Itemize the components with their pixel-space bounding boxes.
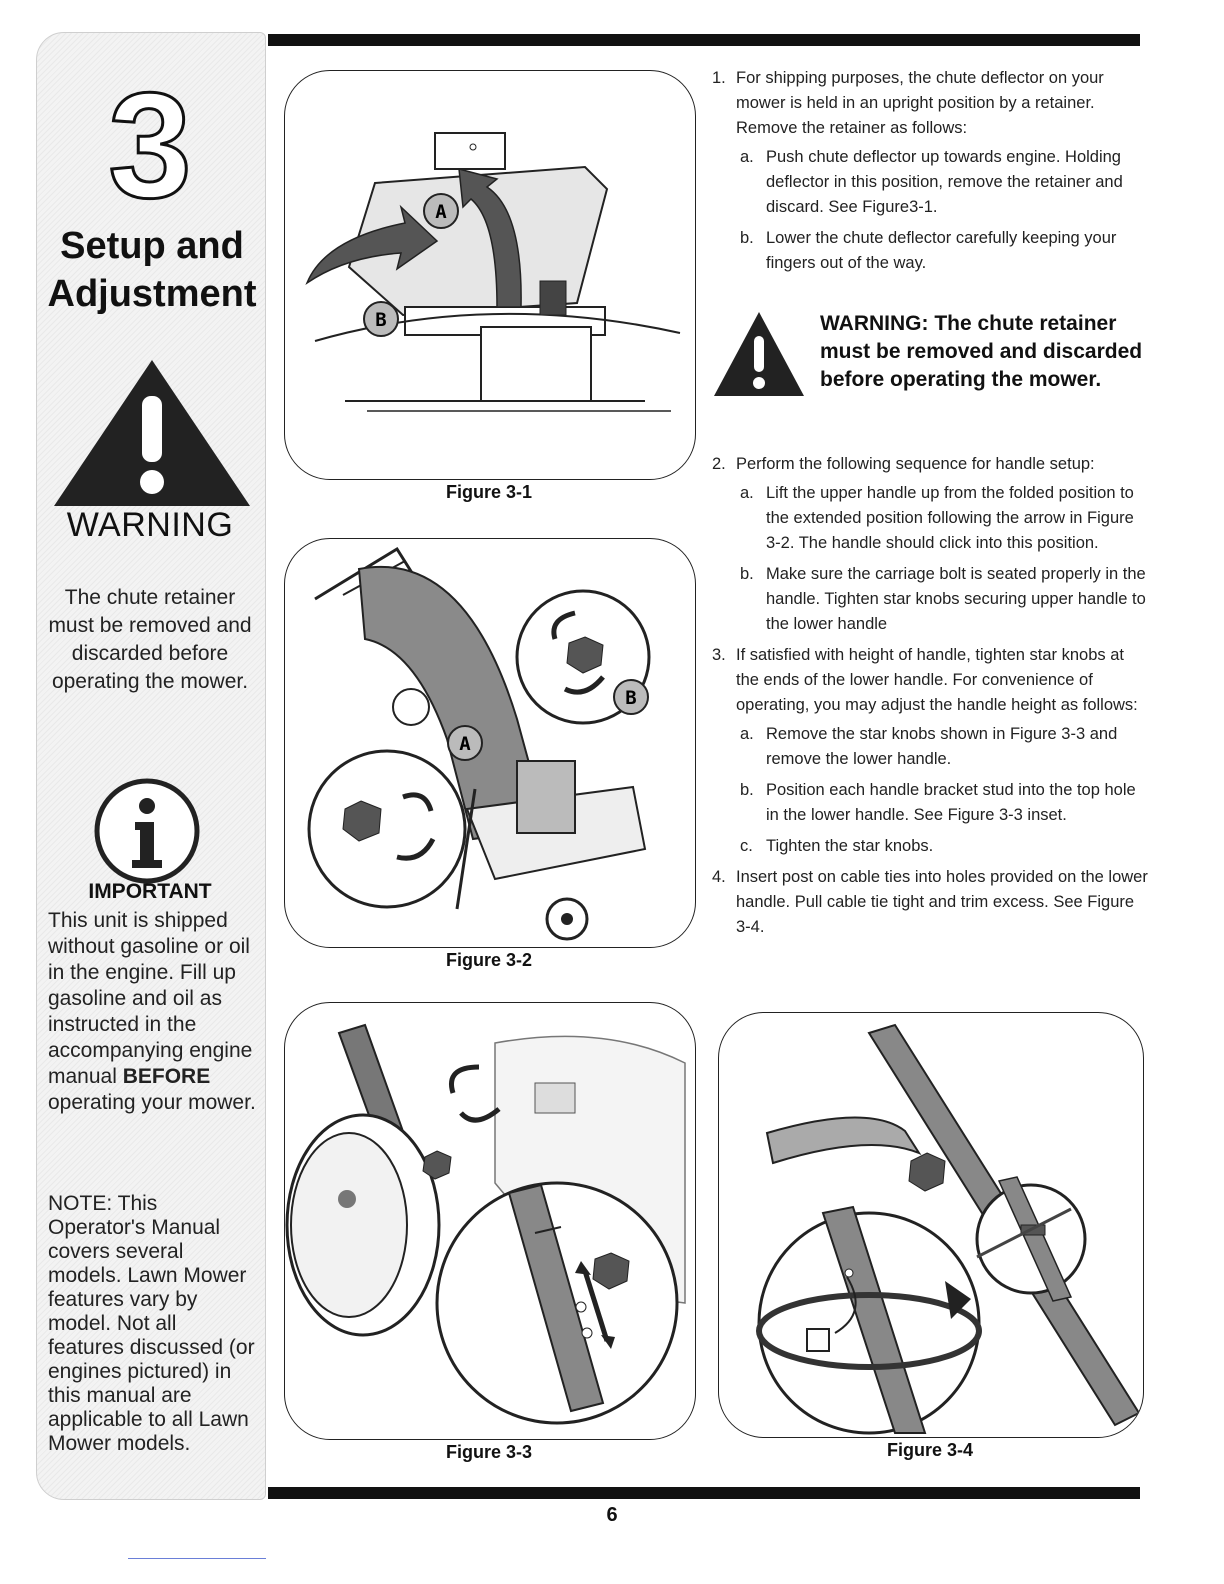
step-2: 2. Perform the following sequence for han… (712, 452, 1148, 477)
info-icon (94, 778, 200, 884)
step-text: Perform the following sequence for handl… (736, 455, 1095, 473)
bottom-rule (268, 1487, 1140, 1499)
figure-3-4 (718, 1012, 1144, 1438)
figure-3-3 (284, 1002, 696, 1440)
step-text: Lower the chute deflector carefully keep… (766, 229, 1117, 272)
step-text: Lift the upper handle up from the folded… (766, 484, 1134, 552)
important-text-part: operating your mower. (48, 1091, 256, 1114)
step-letter: b. (740, 565, 754, 583)
important-label: IMPORTANT (88, 880, 212, 903)
step-number: 3. (712, 646, 726, 664)
figure-3-1-caption: Figure 3-1 (445, 482, 533, 502)
step-2b: b. Make sure the carriage bolt is seated … (740, 562, 1148, 637)
warning-text: The chute retainer must be removed and d… (48, 586, 252, 693)
figure-3-2-caption: Figure 3-2 (445, 950, 533, 970)
step-text: If satisfied with height of handle, tigh… (736, 646, 1138, 714)
callout-a-label: A (435, 201, 447, 223)
step-number: 2. (712, 455, 726, 473)
figure-3-4-caption: Figure 3-4 (886, 1440, 974, 1460)
warning-label: WARNING (66, 506, 234, 544)
callout-b-label: B (625, 687, 636, 709)
step-letter: b. (740, 781, 754, 799)
chapter-title-line1: Setup and (60, 225, 244, 267)
step-1: 1. For shipping purposes, the chute defle… (712, 66, 1148, 141)
step-letter: a. (740, 484, 754, 502)
callout-a-label: A (459, 733, 471, 755)
important-text-emphasis: BEFORE (122, 1065, 211, 1088)
chapter-number: 3 (107, 72, 193, 212)
important-text-part: This unit is shipped without gasoline or… (48, 909, 253, 1088)
note-text: NOTE: This Operator's Manual covers seve… (48, 1192, 255, 1455)
step-number: 1. (712, 69, 726, 87)
step-text: Position each handle bracket stud into t… (766, 781, 1136, 824)
step-2a: a. Lift the upper handle up from the fold… (740, 481, 1148, 556)
step-text: For shipping purposes, the chute deflect… (736, 69, 1104, 137)
sidebar-panel (36, 32, 266, 1500)
step-3: 3. If satisfied with height of handle, ti… (712, 643, 1148, 718)
page-number: 6 (606, 1504, 618, 1526)
figure-3-1: A B (284, 70, 696, 480)
chapter-title: Setup and Adjustment (36, 222, 268, 318)
footer-link-line (128, 1558, 266, 1559)
svg-text:3: 3 (108, 72, 191, 212)
top-rule (268, 34, 1140, 46)
step-text: Make sure the carriage bolt is seated pr… (766, 565, 1146, 633)
step-text: Push chute deflector up towards engine. … (766, 148, 1123, 216)
figure-3-2: A B (284, 538, 696, 948)
step-letter: b. (740, 229, 754, 247)
step-3c: c. Tighten the star knobs. (740, 834, 1148, 859)
step-text: Tighten the star knobs. (766, 837, 934, 855)
instructions: 1. For shipping purposes, the chute defle… (712, 66, 1148, 944)
step-letter: a. (740, 148, 754, 166)
step-3a: a. Remove the star knobs shown in Figure … (740, 722, 1148, 772)
step-letter: c. (740, 837, 753, 855)
inline-warning: WARNING: The chute retainer must be remo… (712, 310, 1148, 430)
step-text: Remove the star knobs shown in Figure 3-… (766, 725, 1118, 768)
step-3b: b. Position each handle bracket stud into… (740, 778, 1148, 828)
warning-triangle-icon (54, 360, 250, 506)
step-1a: a. Push chute deflector up towards engine… (740, 145, 1148, 220)
step-1b: b. Lower the chute deflector carefully ke… (740, 226, 1148, 276)
step-4: 4. Insert post on cable ties into holes p… (712, 865, 1148, 940)
step-text: Insert post on cable ties into holes pro… (736, 868, 1148, 936)
chapter-title-line2: Adjustment (47, 273, 257, 315)
callout-b-label: B (375, 309, 386, 331)
important-text: This unit is shipped without gasoline or… (48, 908, 258, 1116)
inline-warning-text: WARNING: The chute retainer must be remo… (820, 312, 1143, 391)
warning-triangle-icon (714, 312, 804, 396)
figure-3-3-caption: Figure 3-3 (445, 1442, 533, 1462)
step-number: 4. (712, 868, 726, 886)
step-letter: a. (740, 725, 754, 743)
